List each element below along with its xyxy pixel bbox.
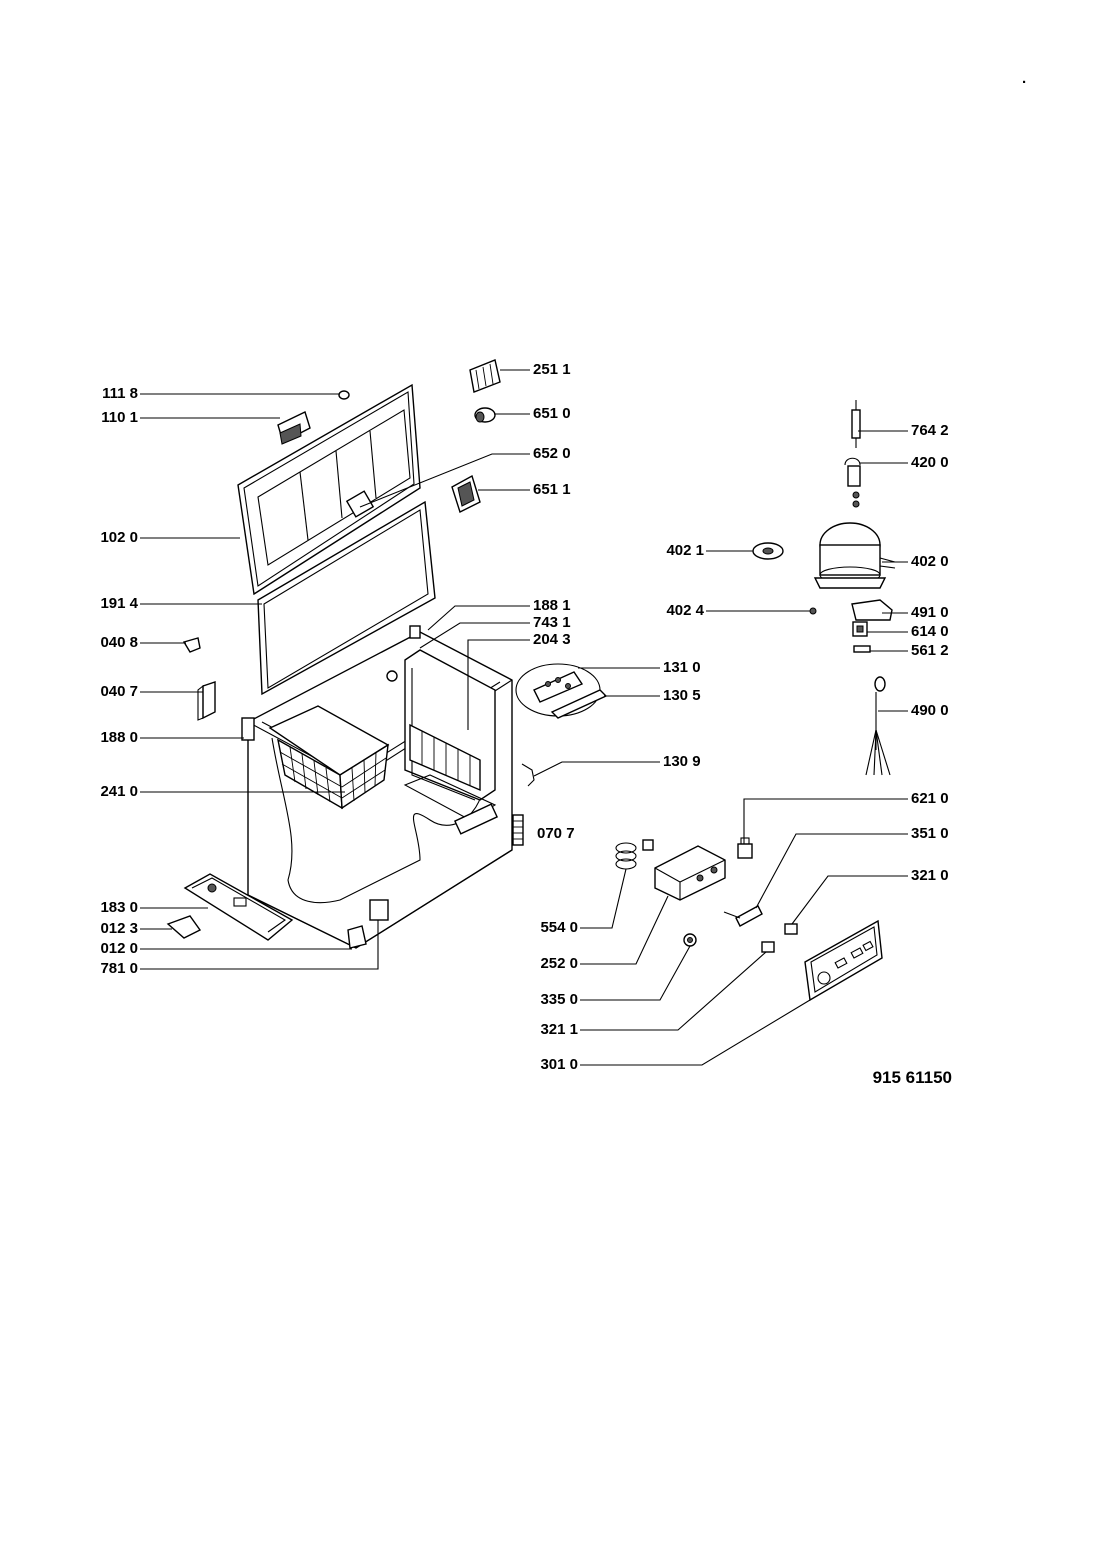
label-131-0: 131 0 <box>663 659 701 676</box>
label-614-0: 614 0 <box>911 623 949 640</box>
part-614-0 <box>852 621 868 637</box>
hinge-188-0 <box>241 717 255 741</box>
part-402-1 <box>752 542 784 560</box>
part-321-1 <box>761 941 775 953</box>
label-651-0: 651 0 <box>533 405 571 422</box>
part-130-9 <box>521 763 535 787</box>
label-321-1: 321 1 <box>540 1021 578 1038</box>
lid-gasket-191-4 <box>257 500 436 696</box>
label-561-2: 561 2 <box>911 642 949 659</box>
label-743-1: 743 1 <box>533 614 571 631</box>
label-252-0: 252 0 <box>540 955 578 972</box>
label-321-0: 321 0 <box>911 867 949 884</box>
part-561-2 <box>853 645 871 653</box>
label-420-0: 420 0 <box>911 454 949 471</box>
base-plate-183-0 <box>183 873 294 941</box>
part-651-1 <box>451 474 481 513</box>
label-130-9: 130 9 <box>663 753 701 770</box>
housing-252-0 <box>654 845 726 901</box>
label-188-0: 188 0 <box>100 729 138 746</box>
diagram-code: 915 61150 <box>872 1068 952 1087</box>
label-188-1: 188 1 <box>533 597 571 614</box>
corner-mark: . <box>1022 70 1027 87</box>
label-110-1: 110 1 <box>101 409 138 426</box>
label-040-8: 040 8 <box>100 634 138 651</box>
label-490-0: 490 0 <box>911 702 949 719</box>
leader-lines <box>140 369 908 1066</box>
label-781-0: 781 0 <box>100 960 138 977</box>
part-621-0 <box>737 837 753 859</box>
clip-040-8 <box>182 637 201 653</box>
part-420-0 <box>844 457 861 508</box>
cover-040-7 <box>197 681 216 721</box>
label-335-0: 335 0 <box>540 991 578 1008</box>
part-402-4 <box>809 607 817 615</box>
label-402-4: 402 4 <box>666 602 704 619</box>
label-402-0: 402 0 <box>911 553 949 570</box>
cable-490-0 <box>865 676 891 776</box>
label-651-1: 651 1 <box>533 481 571 498</box>
label-652-0: 652 0 <box>533 445 571 462</box>
label-204-3: 204 3 <box>533 631 571 648</box>
lamp-351-0 <box>723 905 763 927</box>
hinge-188-1 <box>409 625 421 639</box>
label-301-0: 301 0 <box>540 1056 578 1073</box>
label-040-7: 040 7 <box>100 683 138 700</box>
evaporator-panel-204-3 <box>409 723 481 792</box>
label-111-8: 111 8 <box>102 385 138 402</box>
strip-130-5 <box>550 689 608 719</box>
label-554-0: 554 0 <box>540 919 578 936</box>
part-651-0 <box>474 407 496 423</box>
label-621-0: 621 0 <box>911 790 949 807</box>
part-251-1 <box>469 359 501 393</box>
label-764-2: 764 2 <box>911 422 949 439</box>
label-130-5: 130 5 <box>663 687 701 704</box>
compressor-402-0 <box>813 522 896 589</box>
knob-335-0 <box>683 933 697 947</box>
bracket-012-3 <box>166 915 202 939</box>
label-012-3: 012 3 <box>100 920 138 937</box>
part-491-0 <box>851 599 893 621</box>
part-781-0 <box>369 899 389 921</box>
label-012-0: 012 0 <box>100 940 138 957</box>
label-191-4: 191 4 <box>100 595 138 612</box>
label-183-0: 183 0 <box>100 899 138 916</box>
label-351-0: 351 0 <box>911 825 949 842</box>
dryer-764-2 <box>851 400 861 448</box>
label-070-7: 070 7 <box>537 825 575 842</box>
lid-102-0 <box>237 383 421 596</box>
label-491-0: 491 0 <box>911 604 949 621</box>
label-402-1: 402 1 <box>666 542 704 559</box>
lid-handle-110-1 <box>277 411 311 445</box>
thermostat-554-0 <box>615 839 654 870</box>
control-group-131-0 <box>515 663 601 717</box>
part-321-0 <box>784 923 798 935</box>
basket-241-0 <box>268 705 390 810</box>
control-panel-301-0 <box>804 919 883 1002</box>
label-241-0: 241 0 <box>100 783 138 800</box>
label-251-1: 251 1 <box>533 361 571 378</box>
grille-070-7 <box>512 814 524 846</box>
foot-012-0 <box>347 925 367 949</box>
label-102-0: 102 0 <box>100 529 138 546</box>
cap-111-8 <box>338 390 350 400</box>
